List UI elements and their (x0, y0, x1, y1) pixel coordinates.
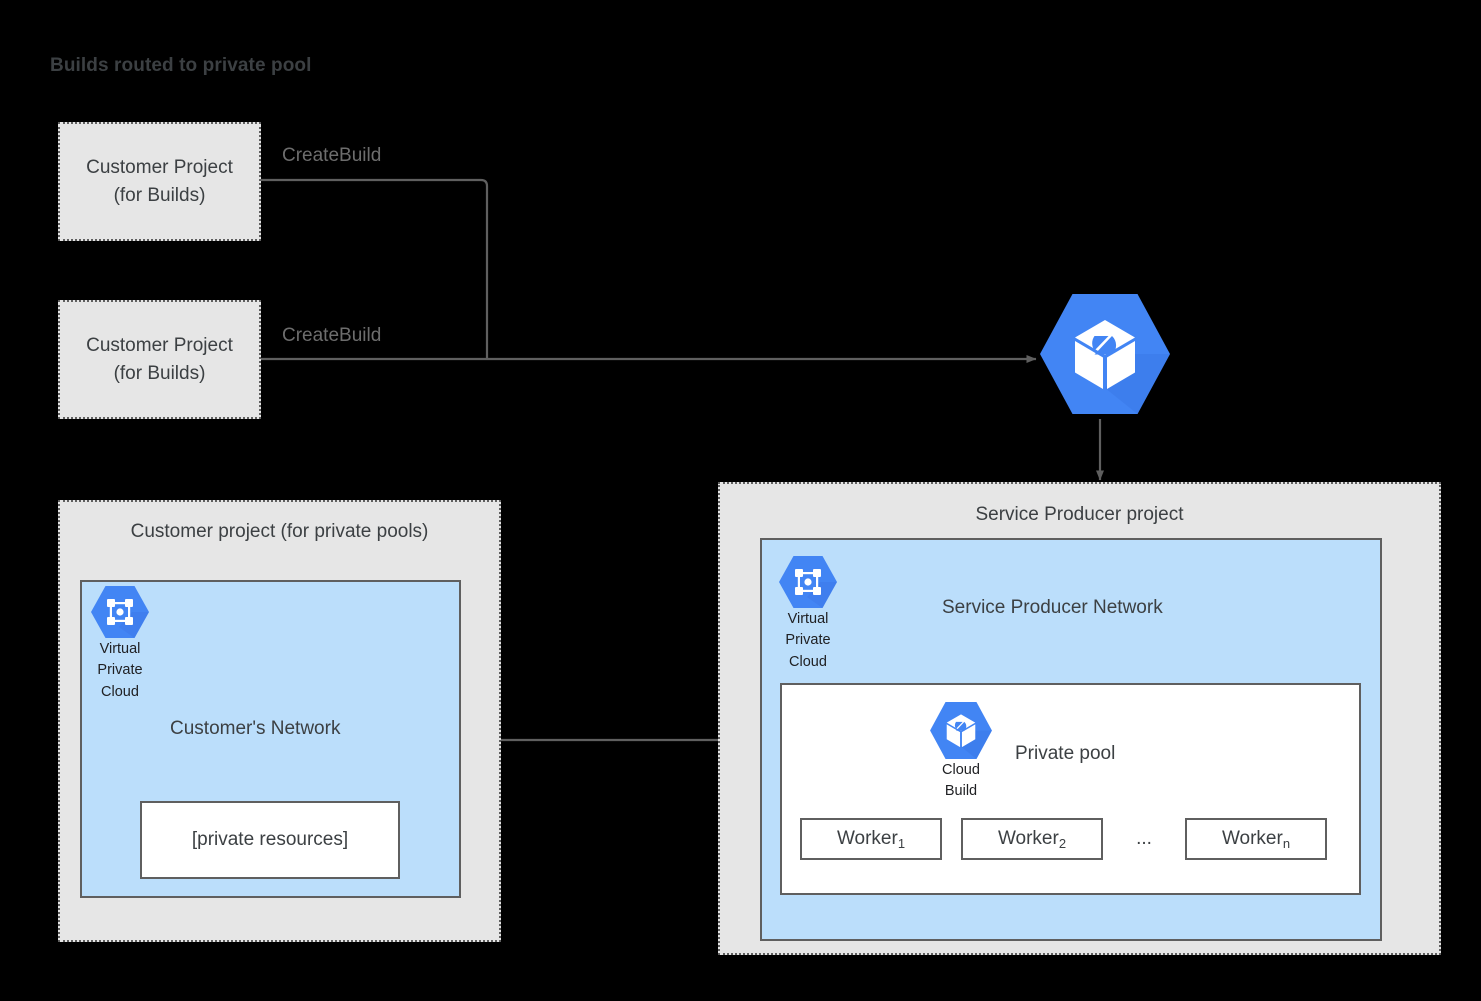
worker-ellipsis: ... (1136, 828, 1152, 849)
customer-build-project-2[interactable]: Customer Project (for Builds) (58, 300, 261, 419)
producer-network-title: Service Producer Network (942, 597, 1163, 618)
page-title: Builds routed to private pool (50, 55, 312, 76)
private-pool-title: Private pool (1015, 743, 1116, 764)
worker-n-subscript: n (1282, 835, 1291, 851)
customer-network-title: Customer's Network (170, 718, 341, 739)
createbuild-label-1: CreateBuild (282, 145, 382, 166)
producer-vpc-label-line3: Cloud (789, 653, 827, 670)
producer-vpc-label-line2: Private (785, 632, 831, 649)
customer-panel-title: Customer project (for private pools) (130, 521, 429, 542)
virtual-private-cloud-icon (91, 586, 149, 638)
producer-vpc-label-line1: Virtual (787, 611, 829, 627)
producer-panel-title: Service Producer project (975, 504, 1184, 525)
createbuild-label-2: CreateBuild (282, 325, 382, 346)
virtual-private-cloud-icon (779, 556, 837, 608)
customer-build-project-1-line1: Customer Project (86, 156, 233, 178)
customer-vpc-label: Virtual Private Cloud (97, 639, 142, 703)
customer-build-project-1[interactable]: Customer Project (for Builds) (58, 122, 261, 241)
producer-vpc-icon-group: Virtual Private Cloud (772, 555, 844, 673)
customer-vpc-label-line3: Cloud (101, 683, 139, 700)
customer-vpc-icon-group: Virtual Private Cloud (84, 585, 156, 703)
worker-n-name: Worker (1221, 828, 1283, 849)
cloudbuild-label-line1: Cloud (942, 762, 980, 778)
worker-1-name: Worker (836, 828, 898, 849)
worker-1-subscript: 1 (897, 835, 906, 851)
cloudbuild-label-line2: Build (944, 783, 978, 800)
customer-vpc-label-line2: Private (97, 662, 143, 679)
worker-2-subscript: 2 (1058, 835, 1067, 851)
customer-build-project-2-line2: (for Builds) (113, 362, 206, 384)
customer-vpc-label-line1: Virtual (99, 641, 141, 657)
private-pool-cloudbuild-icon-group: Cloud Build (922, 701, 1000, 803)
customer-build-project-1-line2: (for Builds) (113, 184, 206, 206)
customer-build-project-2-line1: Customer Project (86, 334, 233, 356)
private-resources-box[interactable]: [private resources] (140, 801, 400, 879)
worker-2-name: Worker (997, 828, 1059, 849)
private-pool-cloudbuild-label: Cloud Build (942, 760, 980, 803)
producer-vpc-label: Virtual Private Cloud (785, 609, 830, 673)
cloud-build-icon[interactable] (1040, 292, 1170, 416)
cloud-build-icon (930, 701, 992, 760)
